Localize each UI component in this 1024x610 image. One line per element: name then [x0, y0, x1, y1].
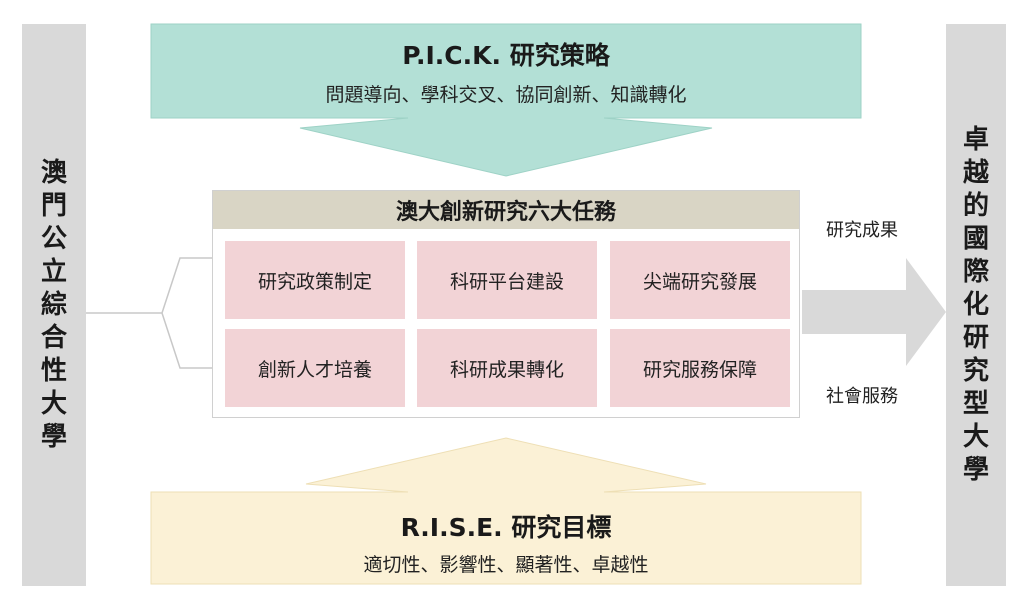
arrow-label-bottom: 社會服務 [826, 386, 898, 407]
vertical-char: 型 [962, 388, 989, 419]
vertical-char: 公 [40, 223, 67, 254]
vertical-char: 性 [40, 355, 67, 386]
vertical-char: 究 [962, 355, 989, 386]
center-panel: 澳大創新研究六大任務 研究政策制定 科研平台建設 尖端研究發展 創新人才培養 科… [212, 190, 800, 418]
vertical-char: 大 [40, 388, 67, 419]
task-box: 研究政策制定 [225, 241, 405, 319]
bottom-banner-subtitle: 適切性、影響性、顯著性、卓越性 [363, 554, 649, 576]
vertical-char: 大 [962, 421, 989, 452]
top-banner: P.I.C.K. 研究策略 問題導向、學科交叉、協同創新、知識轉化 [151, 36, 861, 107]
bottom-arrow-shape [150, 437, 862, 585]
task-box: 科研成果轉化 [417, 329, 597, 407]
task-box: 尖端研究發展 [610, 241, 790, 319]
vertical-char: 綜 [40, 289, 67, 320]
task-box: 創新人才培養 [225, 329, 405, 407]
top-banner-subtitle: 問題導向、學科交叉、協同創新、知識轉化 [325, 84, 687, 106]
vertical-char: 的 [962, 190, 989, 221]
vertical-char: 立 [40, 256, 67, 287]
left-label-bar: 澳門公立綜合性大學 [22, 24, 86, 586]
task-box: 研究服務保障 [610, 329, 790, 407]
right-arrow-shape [802, 258, 946, 366]
arrow-label-top: 研究成果 [826, 220, 898, 241]
bottom-banner: R.I.S.E. 研究目標 適切性、影響性、顯著性、卓越性 [151, 508, 861, 577]
bottom-banner-title: R.I.S.E. 研究目標 [400, 513, 612, 542]
bracket-connector [86, 257, 212, 369]
top-banner-title: P.I.C.K. 研究策略 [402, 41, 610, 70]
top-arrow-shape [150, 23, 862, 177]
vertical-char: 學 [40, 421, 67, 452]
vertical-char: 化 [962, 289, 989, 320]
vertical-char: 卓 [962, 124, 989, 155]
vertical-char: 澳 [40, 157, 67, 188]
task-box: 科研平台建設 [417, 241, 597, 319]
vertical-char: 合 [40, 322, 67, 353]
right-label-bar: 卓越的國際化研究型大學 [946, 24, 1006, 586]
vertical-char: 研 [962, 322, 989, 353]
center-panel-title: 澳大創新研究六大任務 [213, 191, 799, 229]
vertical-char: 國 [962, 223, 989, 254]
vertical-char: 學 [962, 454, 989, 485]
vertical-char: 際 [962, 256, 989, 287]
vertical-char: 越 [962, 157, 989, 188]
vertical-char: 門 [40, 190, 67, 221]
